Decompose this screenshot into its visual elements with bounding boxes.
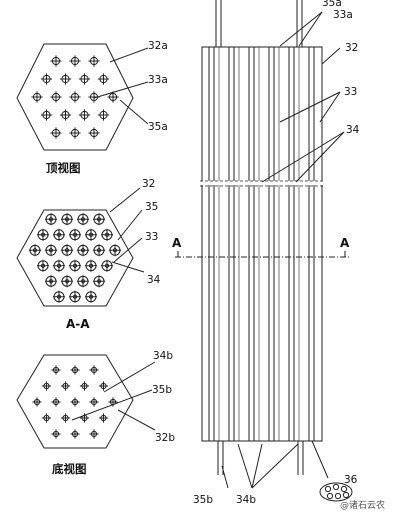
label-32b: 32b <box>155 432 175 444</box>
label-33-side: 33 <box>344 86 357 98</box>
leader-33 <box>113 237 143 263</box>
shell-outline <box>201 46 323 442</box>
section-view-tubes <box>29 213 121 303</box>
leader-32a <box>109 47 149 63</box>
watermark: @诸石云农 <box>340 499 385 511</box>
leader-32b <box>117 409 156 431</box>
leader-35a <box>119 99 149 125</box>
leader-35b <box>71 389 153 421</box>
caption-bottom-view: 底视图 <box>52 462 87 476</box>
leader-32-side <box>321 47 341 65</box>
top-view-hexagon <box>16 43 134 151</box>
detail-leader <box>311 440 329 479</box>
detail-tube <box>342 491 350 499</box>
leader-34b <box>103 361 156 393</box>
section-mark-right: A <box>340 236 350 250</box>
leader-34 <box>111 261 145 273</box>
leader-33a-side-2 <box>298 11 323 47</box>
label-33: 33 <box>145 231 158 243</box>
label-32a: 32a <box>148 40 168 52</box>
label-35a-side: 35a <box>322 0 342 9</box>
leader-34b-side-2 <box>251 443 263 489</box>
leader-34-side-2 <box>295 131 345 183</box>
label-35b: 35b <box>152 384 172 396</box>
label-33a-side: 33a <box>333 9 353 21</box>
caption-top-view: 顶视图 <box>46 161 81 175</box>
caption-section-aa: A-A <box>66 317 90 331</box>
section-mark-left: A <box>172 236 182 250</box>
top-view-tube-ends <box>31 55 119 139</box>
leader-34-side-1 <box>261 131 345 183</box>
detail-36-cross-section <box>324 483 350 500</box>
bottom-view-hexagon <box>16 354 134 449</box>
bottom-view <box>16 354 156 449</box>
tube-bundle <box>208 47 315 441</box>
section-view-hexagon <box>16 209 134 307</box>
leader-35 <box>117 209 143 241</box>
label-33a: 33a <box>148 74 168 86</box>
detail-tube <box>326 492 334 500</box>
leader-32 <box>109 187 141 213</box>
label-34: 34 <box>147 274 161 286</box>
leader-34b-side-3 <box>251 443 299 489</box>
label-32-side: 32 <box>345 42 358 54</box>
bottom-view-rod-ends <box>32 365 118 439</box>
leader-33a-side-1 <box>279 11 323 47</box>
leader-34b-side-1 <box>237 443 253 489</box>
detail-tube <box>332 483 340 491</box>
leader-33a <box>93 81 149 99</box>
label-32: 32 <box>142 178 155 190</box>
section-view <box>16 187 145 307</box>
detail-36-circle <box>319 482 353 502</box>
detail-tube <box>340 485 348 493</box>
label-34-side: 34 <box>346 124 360 136</box>
top-view <box>16 43 149 151</box>
detail-tube <box>334 492 342 500</box>
label-35a: 35a <box>148 121 168 133</box>
detail-tube <box>324 485 332 493</box>
label-36: 36 <box>344 474 358 486</box>
side-view <box>175 0 353 502</box>
leader-33-side-1 <box>279 91 341 123</box>
label-34b-side: 34b <box>236 494 256 506</box>
leader-35b-side <box>221 465 229 489</box>
label-34b: 34b <box>153 350 173 362</box>
label-35: 35 <box>145 201 158 213</box>
leader-33-side-2 <box>319 91 341 123</box>
label-35b-side: 35b <box>193 494 213 506</box>
